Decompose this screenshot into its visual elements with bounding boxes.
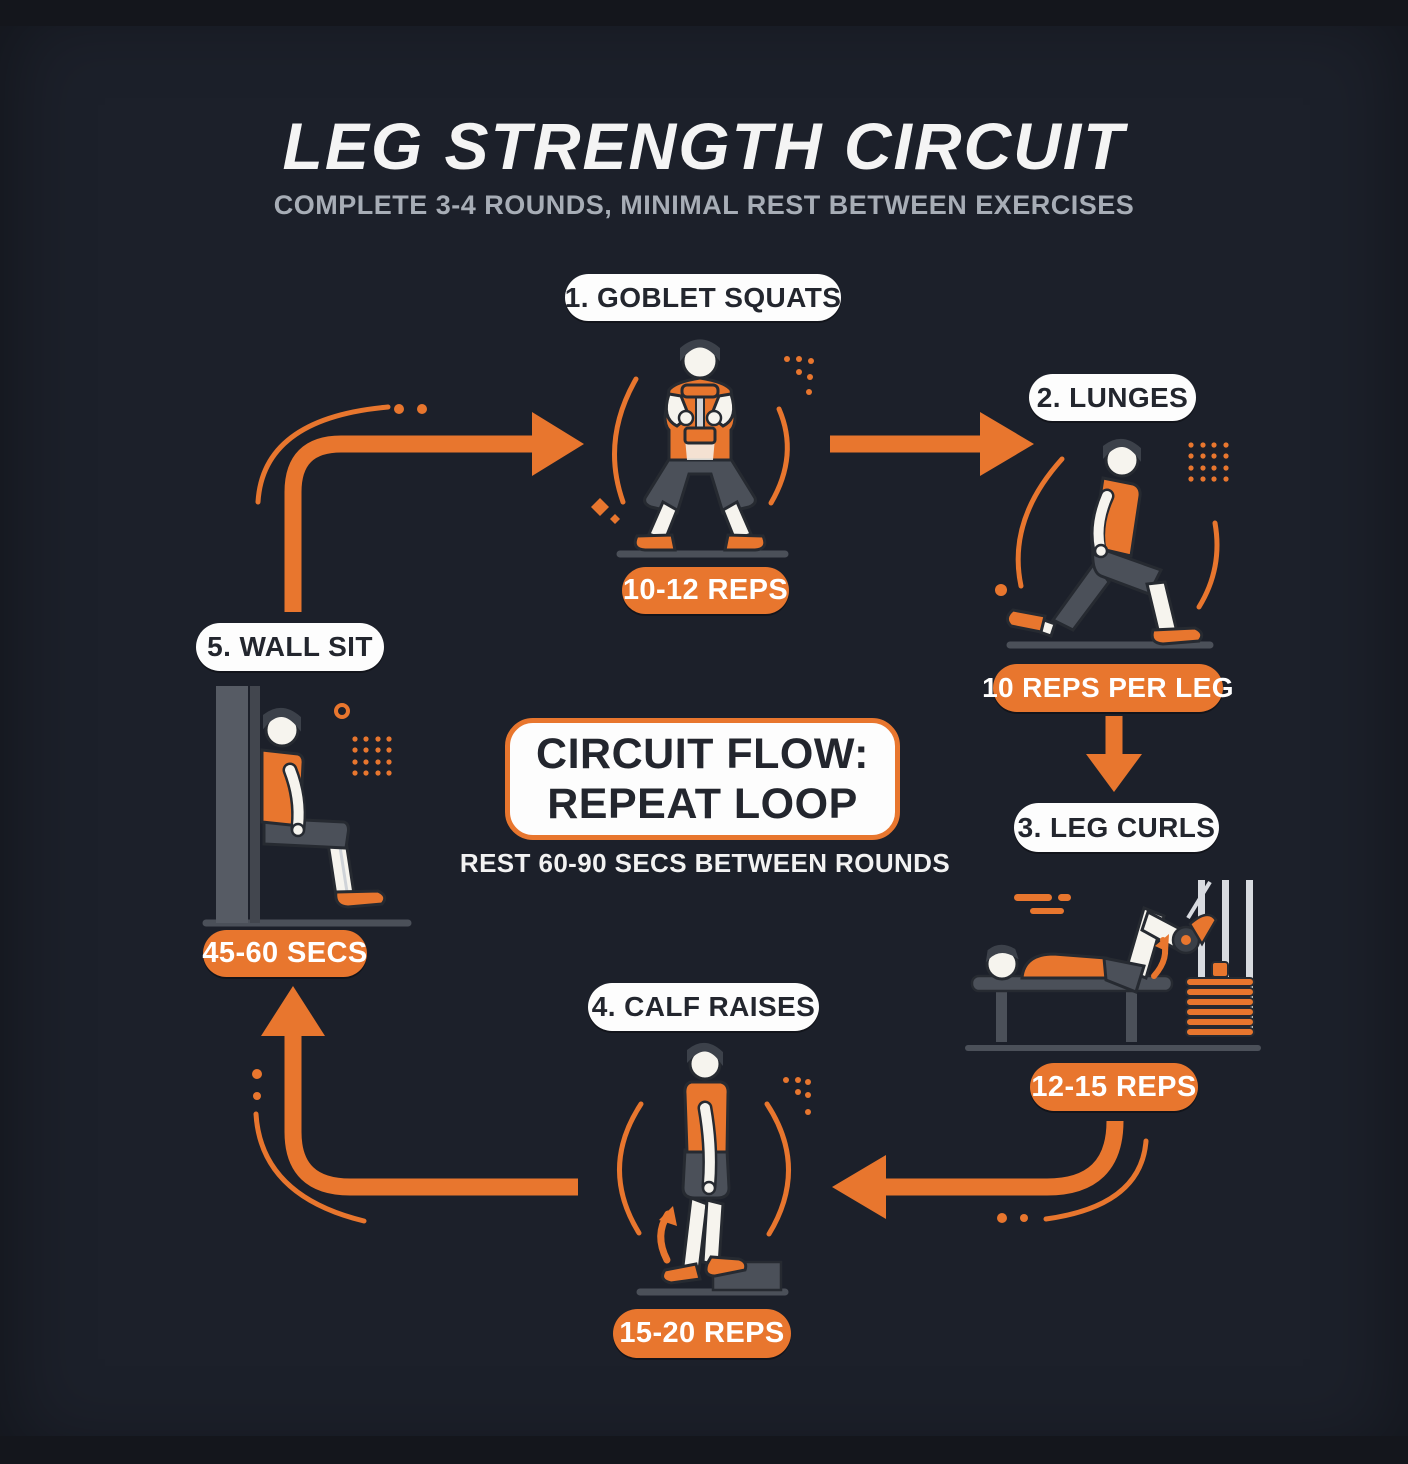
decor-dots (252, 356, 1028, 1223)
bottom-edge-shade (0, 1436, 1408, 1464)
decor-arc (764, 1101, 791, 1237)
lunge-figure (1006, 439, 1214, 649)
circuit-flow-line2: REPEAT LOOP (547, 780, 858, 828)
wall-sit-figure (202, 686, 412, 927)
top-edge-shade (0, 0, 1408, 26)
decor-arc (1196, 520, 1220, 610)
arrow-leg-curls-to-calf-raises (884, 1120, 1124, 1196)
exercise-label-goblet-squats: 1. GOBLET SQUATS (565, 274, 841, 321)
decor-dot-grid-wall-sit (352, 736, 392, 776)
page-subtitle: COMPLETE 3-4 ROUNDS, MINIMAL REST BETWEE… (273, 190, 1135, 220)
reps-badge-leg-curls: 12-15 REPS (1030, 1063, 1198, 1111)
arrow-wall-sit-to-goblet-squats (284, 435, 534, 612)
exercise-label-calf-raises: 4. CALF RAISES (588, 983, 819, 1031)
decor-dot-grid-lunges (1188, 442, 1229, 482)
decor-arc (253, 1111, 367, 1224)
leg-curl-figure (965, 880, 1261, 1051)
decor-arc (1043, 1138, 1149, 1222)
arrowhead (261, 986, 325, 1036)
exercise-label-lunges: 2. LUNGES (1029, 374, 1196, 421)
arrowhead (980, 412, 1034, 476)
page-title: LEG STRENGTH CIRCUIT (282, 109, 1126, 183)
arrowhead (1086, 754, 1142, 792)
decor-arc (255, 404, 391, 505)
rest-note: REST 60-90 SECS BETWEEN ROUNDS (459, 848, 951, 878)
circuit-flow-box: CIRCUIT FLOW: REPEAT LOOP (505, 718, 900, 840)
exercise-label-wall-sit: 5. WALL SIT (196, 623, 384, 671)
decor-arc (1015, 456, 1065, 589)
circuit-flow-line1: CIRCUIT FLOW: (536, 730, 869, 778)
goblet-squat-figure (616, 339, 789, 558)
arrow-calf-raises-to-wall-sit (284, 1034, 578, 1196)
reps-badge-lunges: 10 REPS PER LEG (982, 664, 1234, 712)
reps-badge-calf-raises: 15-20 REPS (613, 1309, 791, 1358)
decor-arc (612, 376, 639, 505)
decor-arc (768, 406, 790, 506)
time-badge-wall-sit: 45-60 SECS (202, 930, 367, 977)
arrowhead (532, 412, 584, 476)
exercise-label-leg-curls: 3. LEG CURLS (1014, 803, 1219, 852)
reps-badge-goblet-squats: 10-12 REPS (622, 567, 789, 614)
calf-raise-figure (636, 1043, 789, 1296)
decor-arc (617, 1101, 644, 1236)
arrowhead (832, 1155, 886, 1219)
